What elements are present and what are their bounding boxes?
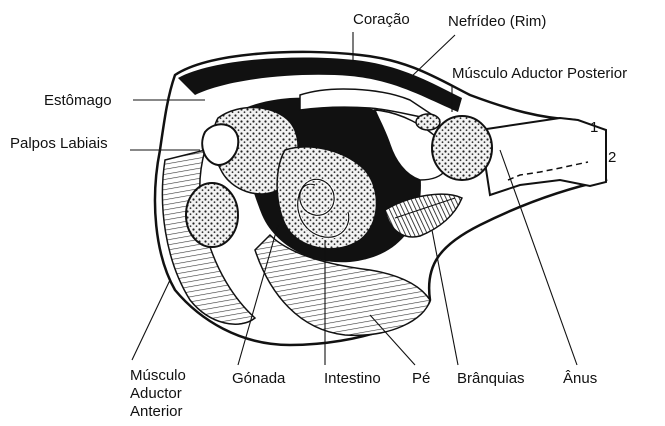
anterior-adductor-muscle [186, 183, 238, 247]
label-coracao: Coração [353, 11, 410, 28]
leader-nefrideo [410, 35, 455, 78]
label-anus: Ânus [563, 370, 597, 387]
leader-musculo-anterior [132, 280, 170, 360]
posterior-adductor-muscle [432, 116, 492, 180]
label-nefrideo: Nefrídeo (Rim) [448, 13, 546, 30]
label-musculo-anterior-1: Músculo [130, 367, 186, 384]
label-musculo-posterior: Músculo Aductor Posterior [452, 65, 627, 82]
label-pe: Pé [412, 370, 430, 387]
label-num-2: 2 [608, 149, 616, 166]
label-branquias: Brânquias [457, 370, 525, 387]
label-intestino: Intestino [324, 370, 381, 387]
posterior-retractor [416, 114, 440, 130]
label-estomago: Estômago [44, 92, 112, 109]
label-gonada: Gónada [232, 370, 286, 387]
label-musculo-anterior-2: Aductor [130, 385, 182, 402]
label-num-1: 1 [590, 119, 598, 136]
label-musculo-anterior-3: Anterior [130, 403, 183, 420]
label-palpos: Palpos Labiais [10, 135, 108, 152]
